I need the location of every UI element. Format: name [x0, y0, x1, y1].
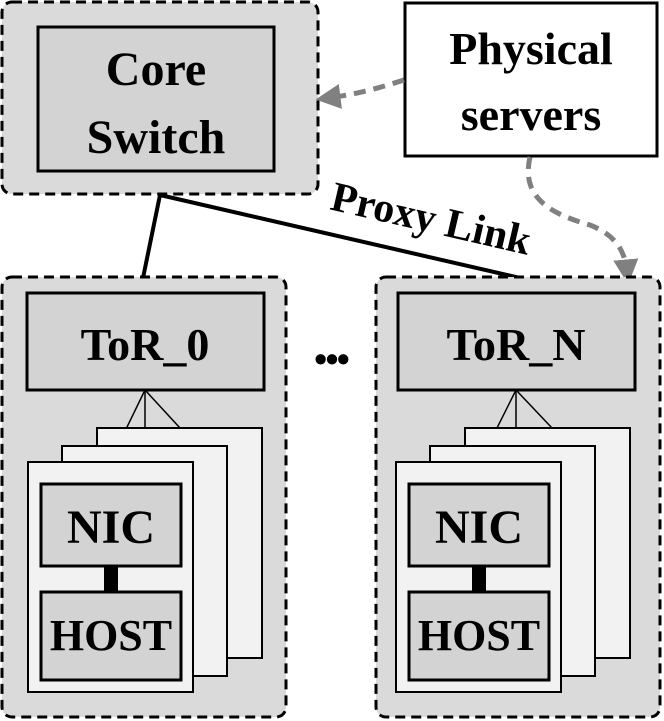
physical-servers-box [403, 1, 659, 158]
servers-to-torn-arrow [525, 156, 639, 285]
core-switch-box [36, 25, 276, 173]
rack-n-group: ToR_N NIC HOST [374, 275, 662, 719]
host-box [407, 590, 551, 682]
host-box [39, 590, 183, 682]
host-label: HOST [418, 611, 540, 660]
physical-servers-label-line1: Physical [449, 23, 613, 74]
nic-host-connector [472, 566, 486, 592]
servers-to-core-arrow [315, 77, 405, 109]
core-switch-label-line2: Switch [87, 111, 226, 164]
tor-n-label: ToR_N [447, 319, 586, 370]
proxy-link-label: Proxy Link [327, 174, 536, 265]
core-switch-label-line1: Core [106, 43, 206, 96]
physical-servers-label-line2: servers [461, 89, 601, 140]
ellipsis: ••• [314, 339, 349, 381]
core-switch-group: Core Switch [0, 0, 320, 196]
nic-label: NIC [67, 501, 155, 554]
host-label: HOST [50, 611, 172, 660]
tor-0-label: ToR_0 [81, 319, 210, 370]
physical-servers-group: Physical servers [403, 1, 659, 158]
tor-0-box [25, 291, 266, 392]
nic-label: NIC [435, 501, 523, 554]
tor-0-fanout-line [144, 389, 181, 429]
tor-n-box [396, 291, 637, 392]
proxy-link-line [159, 193, 521, 280]
nic-host-connector [104, 566, 118, 592]
rack-0-group: ToR_0 NIC HOST [0, 275, 288, 719]
nic-box [39, 482, 183, 568]
tor-n-fanout-line [515, 389, 553, 429]
core-to-tor0-link [141, 194, 162, 279]
